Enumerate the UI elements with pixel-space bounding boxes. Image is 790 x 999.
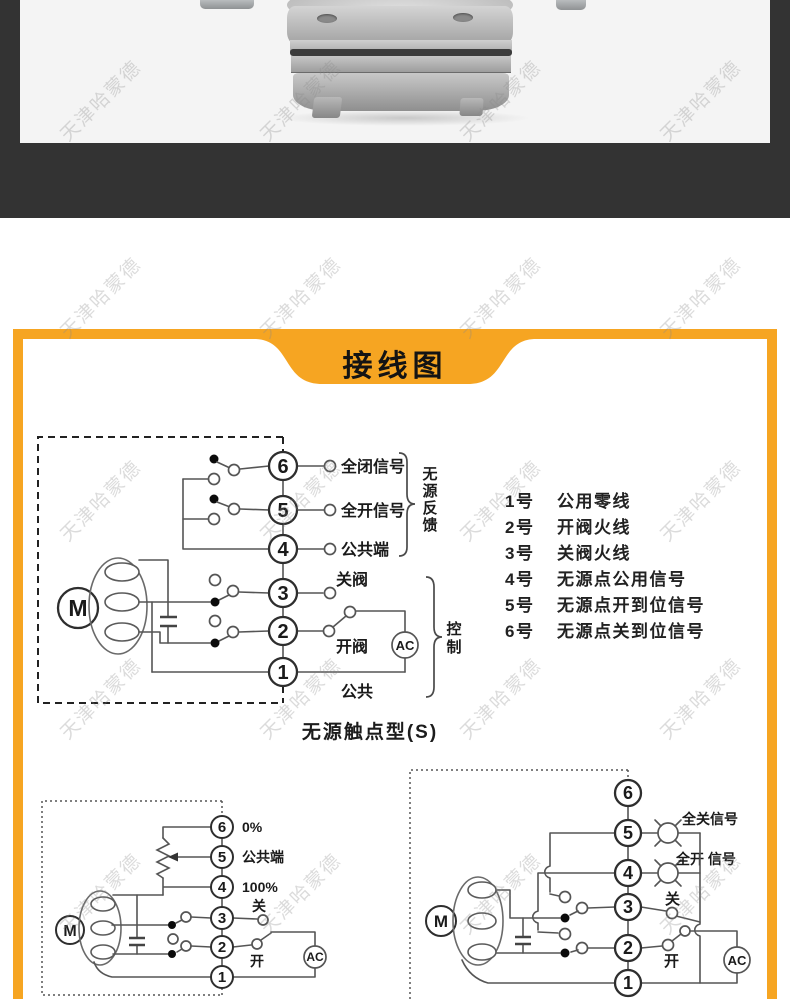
- adjacent-part-left: [200, 0, 254, 9]
- motor-label: M: [68, 595, 87, 621]
- motor-label: M: [63, 923, 76, 940]
- ac-source-label: AC: [728, 953, 747, 968]
- label-full-close-signal: 全闭信号: [340, 457, 405, 476]
- label-close: 关: [665, 890, 680, 908]
- product-photo-section: [0, 0, 790, 218]
- legend-terminal-no: 2号: [505, 517, 535, 537]
- bottom-right-terminals: 6 5 4 3 2 1: [613, 778, 643, 998]
- terminal-4: 4: [623, 863, 633, 883]
- legend-terminal-no: 1号: [505, 491, 535, 511]
- terminal-1: 1: [623, 973, 633, 993]
- main-terminals: 6 5 4 3 2 1: [267, 450, 299, 688]
- adjacent-part-right: [556, 0, 586, 10]
- lamp-full-open: [654, 859, 682, 887]
- label-full-open-signal: 全开 信号: [675, 851, 736, 867]
- terminal-3: 3: [218, 910, 226, 927]
- label-close-valve: 关阀: [336, 570, 368, 589]
- legend-terminal-no: 6号: [505, 621, 535, 641]
- label-full-close-signal: 全关信号: [681, 811, 738, 827]
- terminal-5: 5: [277, 500, 288, 522]
- terminal-legend: 1号 公用零线 2号 开阀火线 3号 关阀火线 4号 无源点公用信号 5号 无源…: [505, 486, 705, 642]
- label-common-terminal: 公共端: [341, 540, 389, 559]
- terminal-3: 3: [277, 583, 288, 605]
- legend-row: 4号 无源点公用信号: [505, 564, 705, 590]
- terminal-6: 6: [218, 819, 226, 836]
- terminal-5: 5: [218, 849, 226, 866]
- terminal-6: 6: [623, 783, 633, 803]
- terminal-6: 6: [277, 456, 288, 478]
- legend-terminal-desc: 关阀火线: [557, 543, 631, 563]
- terminal-4: 4: [218, 879, 227, 896]
- label-open-valve: 开阀: [336, 637, 368, 656]
- diagram-caption: 无源触点型(S): [301, 722, 439, 743]
- legend-terminal-desc: 无源点关到位信号: [557, 621, 705, 641]
- label-control: 控制: [446, 620, 461, 656]
- label-100pct: 100%: [242, 879, 278, 895]
- label-open: 开: [664, 953, 679, 970]
- label-0pct: 0%: [242, 819, 263, 835]
- terminal-2: 2: [277, 621, 288, 643]
- bolt-hole: [453, 13, 473, 22]
- device-groove: [290, 49, 512, 56]
- legend-row: 3号 关阀火线: [505, 538, 705, 564]
- legend-terminal-no: 5号: [505, 595, 535, 615]
- device-mid-cylinder: [291, 56, 511, 73]
- terminal-3: 3: [623, 897, 633, 917]
- lamp-full-close: [654, 819, 682, 847]
- terminal-1: 1: [277, 662, 288, 684]
- label-common-terminal: 公共端: [242, 849, 284, 865]
- ac-source-label: AC: [396, 638, 415, 653]
- label-open: 开: [250, 953, 264, 969]
- terminal-1: 1: [218, 969, 226, 986]
- legend-row: 6号 无源点关到位信号: [505, 616, 705, 642]
- label-full-open-signal: 全开信号: [340, 501, 405, 520]
- legend-terminal-desc: 无源点公用信号: [557, 569, 687, 589]
- terminal-4: 4: [277, 539, 289, 561]
- page-title: 接线图: [342, 350, 448, 383]
- legend-terminal-no: 3号: [505, 543, 535, 563]
- device-flange: [287, 6, 513, 44]
- wiring-panel-body: [23, 339, 767, 999]
- label-close: 关: [252, 898, 266, 914]
- terminal-5: 5: [623, 823, 633, 843]
- legend-row: 2号 开阀火线: [505, 512, 705, 538]
- label-passive-feedback: 无源反馈: [421, 466, 437, 534]
- motor-label: M: [434, 912, 448, 931]
- legend-row: 1号 公用零线: [505, 486, 705, 512]
- ac-source-label: AC: [306, 950, 324, 964]
- lamp-feedback-diagram: 全关信号 全开 信号 关 AC 开: [409, 769, 751, 999]
- bolt-hole: [317, 14, 337, 23]
- bottom-left-terminals: 6 5 4 3 2 1: [210, 815, 234, 989]
- legend-terminal-desc: 公用零线: [557, 491, 631, 511]
- title-tab: [256, 339, 534, 384]
- legend-row: 5号 无源点开到位信号: [505, 590, 705, 616]
- wiring-panel: [13, 329, 777, 999]
- label-common: 公共: [341, 683, 373, 701]
- potentiometer-type-diagram: 0% 公共端 100% 关 开 AC M: [41, 800, 327, 996]
- legend-terminal-desc: 无源点开到位信号: [557, 595, 705, 615]
- legend-terminal-no: 4号: [505, 569, 535, 589]
- terminal-2: 2: [218, 939, 226, 956]
- main-diagram: 全闭信号 全开信号 公共端 无源反馈 关阀 AC 开阀 公共 控制: [37, 436, 462, 704]
- legend-terminal-desc: 开阀火线: [557, 517, 631, 537]
- terminal-2: 2: [623, 938, 633, 958]
- product-photo: [20, 0, 770, 143]
